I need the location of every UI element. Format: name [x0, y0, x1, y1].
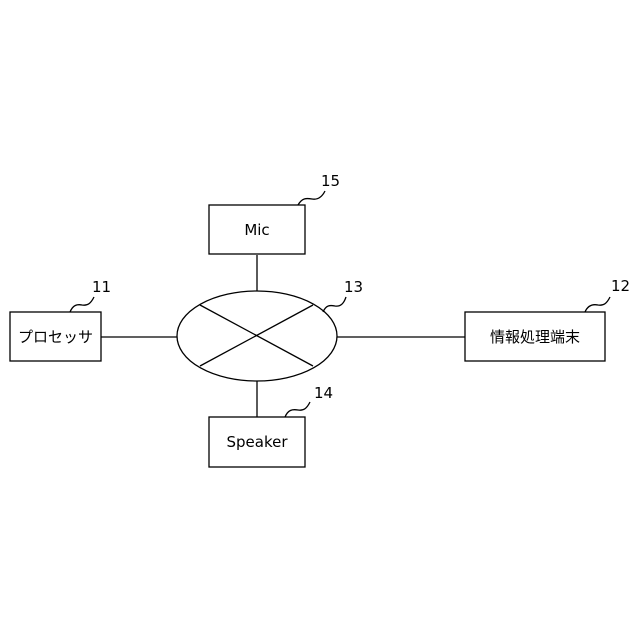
mic-label: Mic	[244, 221, 269, 239]
leader-line-15	[298, 191, 325, 205]
leader-line-12	[585, 297, 610, 312]
processor-label: プロセッサ	[18, 328, 93, 346]
hub-node	[177, 291, 337, 381]
ref-numeral-14: 14	[314, 384, 333, 402]
speaker-node: Speaker	[209, 417, 305, 467]
ref-numeral-12: 12	[611, 277, 630, 295]
ref-numeral-11: 11	[92, 278, 111, 296]
speaker-label: Speaker	[226, 433, 288, 451]
processor-node: プロセッサ	[10, 312, 101, 361]
leader-line-13	[323, 297, 346, 312]
terminal-node: 情報処理端末	[465, 312, 605, 361]
terminal-label: 情報処理端末	[490, 328, 580, 346]
mic-node: Mic	[209, 205, 305, 254]
leader-line-11	[70, 297, 94, 312]
leader-line-14	[285, 402, 310, 417]
ref-numeral-13: 13	[344, 278, 363, 296]
ref-numeral-15: 15	[321, 172, 340, 190]
